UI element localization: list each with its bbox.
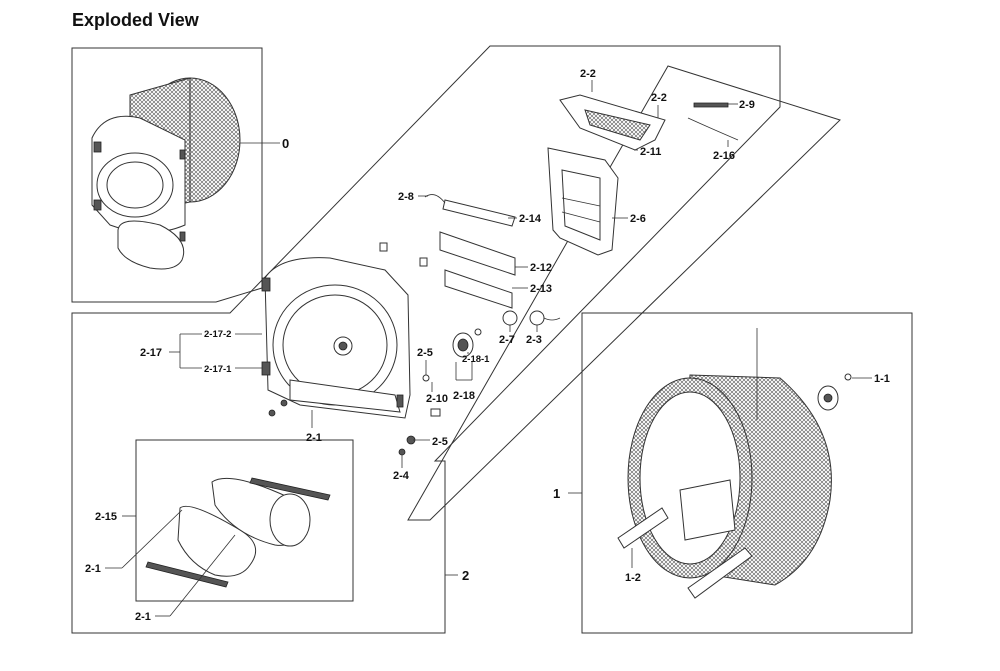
label-2: 2 [462, 568, 469, 583]
label-2-17-2: 2-17-2 [204, 329, 231, 340]
part-2-16 [687, 117, 739, 141]
drum-assembly-illustration [91, 77, 241, 270]
label-2-17: 2-17 [140, 347, 162, 359]
part-2-14 [442, 199, 516, 227]
label-1-1: 1-1 [874, 373, 890, 385]
door-seal-illustration [145, 477, 331, 588]
assembly-0-box [71, 47, 263, 303]
part-2-3 [529, 310, 545, 326]
label-2-8: 2-8 [398, 191, 414, 203]
label-2-1-bottom: 2-1 [135, 611, 151, 623]
label-2-18-1: 2-18-1 [462, 354, 490, 365]
label-2-18: 2-18 [453, 390, 475, 402]
part-2-13 [444, 269, 513, 309]
leader-lines [105, 80, 872, 617]
label-2-15: 2-15 [95, 511, 117, 523]
label-2-4: 2-4 [393, 470, 410, 482]
part-2-7 [502, 310, 518, 326]
label-2-17-1: 2-17-1 [204, 364, 232, 375]
label-2-14: 2-14 [519, 213, 542, 225]
label-0: 0 [282, 136, 289, 151]
label-2-16: 2-16 [713, 150, 735, 162]
hardware-parts [268, 242, 441, 456]
sensor-part-2-18 [452, 328, 482, 358]
label-2-5-top: 2-5 [417, 347, 433, 359]
page-title: Exploded View [72, 10, 199, 30]
assembly-2-box [71, 45, 781, 634]
label-2-10: 2-10 [426, 393, 448, 405]
label-2-1-left: 2-1 [85, 563, 101, 575]
drum-illustration [617, 328, 852, 599]
label-2-3: 2-3 [526, 334, 542, 346]
label-2-5-bottom: 2-5 [432, 436, 448, 448]
label-1-2: 1-2 [625, 572, 641, 584]
door-seal-box [135, 439, 354, 602]
label-1: 1 [553, 486, 560, 501]
label-2-2-right: 2-2 [651, 92, 667, 104]
label-2-1-mid: 2-1 [306, 432, 322, 444]
part-2-9 [693, 102, 729, 108]
label-2-6: 2-6 [630, 213, 646, 225]
duct-subassembly-box [407, 65, 841, 521]
label-2-12: 2-12 [530, 262, 552, 274]
label-2-7: 2-7 [499, 334, 515, 346]
assembly-1-box [581, 312, 913, 634]
front-bulkhead-illustration [261, 257, 411, 419]
label-2-2-top: 2-2 [580, 68, 596, 80]
part-2-12 [439, 231, 516, 276]
label-2-13: 2-13 [530, 283, 552, 295]
label-2-11: 2-11 [640, 146, 661, 158]
label-2-9: 2-9 [739, 99, 755, 111]
